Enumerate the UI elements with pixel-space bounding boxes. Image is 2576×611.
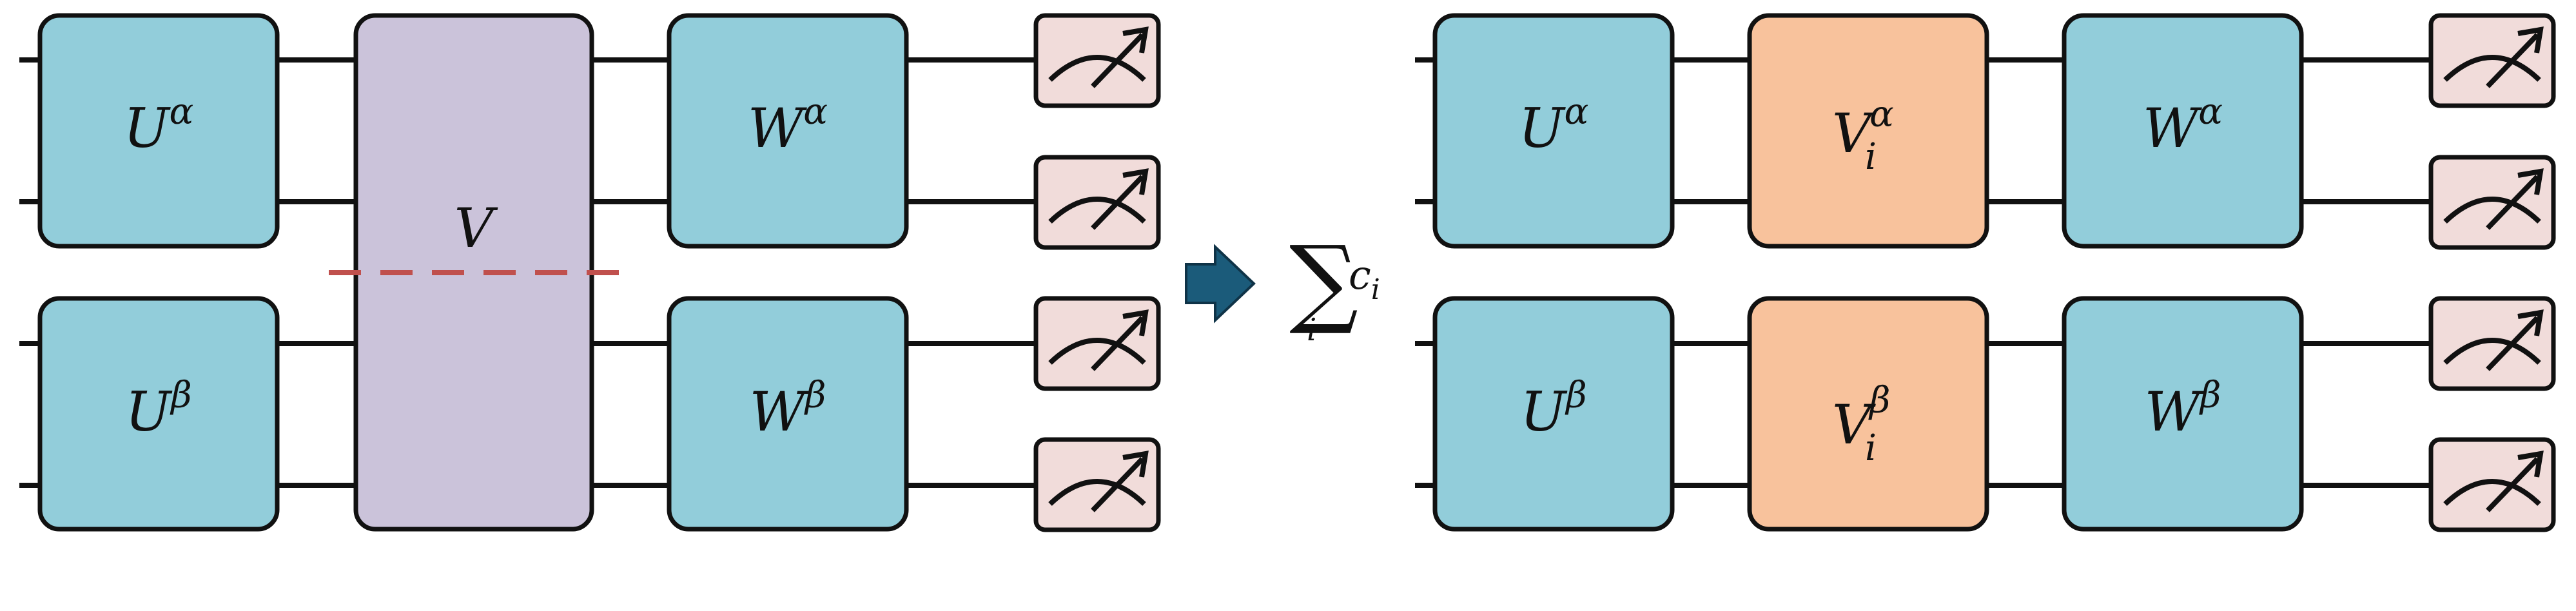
- gate-w-alpha-base: W: [748, 97, 808, 160]
- gate-w-beta-sup: β: [804, 374, 826, 416]
- gate-w-alpha: Wα: [667, 13, 909, 249]
- gate-u-beta: Uβ: [37, 296, 280, 532]
- gate-vi-alpha: V α i: [1747, 13, 1989, 249]
- gate-u-beta-sup: β: [1565, 374, 1586, 416]
- gate-w-alpha-sup: α: [2198, 91, 2223, 133]
- measurement-meter-icon: [2428, 13, 2556, 108]
- svg-text:Wβ: Wβ: [2145, 374, 2221, 443]
- svg-text:Wα: Wα: [2143, 91, 2223, 160]
- gate-vi-alpha-sub: i: [1865, 136, 1877, 178]
- gate-w-alpha-sup: α: [803, 91, 828, 133]
- measurement-meter-icon: [1033, 296, 1161, 391]
- svg-text:Wα: Wα: [748, 91, 828, 160]
- gate-vi-beta-sup: β: [1868, 380, 1890, 422]
- svg-text:Uα: Uα: [124, 91, 194, 160]
- svg-text:Uα: Uα: [1519, 91, 1589, 160]
- sum-coef-sub: i: [1371, 273, 1380, 306]
- svg-text:Uβ: Uβ: [1520, 374, 1586, 443]
- measurement-meter-icon: [1033, 13, 1161, 108]
- measurement-meter-icon: [2428, 296, 2556, 391]
- right-meters: [2428, 13, 2556, 532]
- gate-vi-alpha-base: V: [1832, 102, 1876, 165]
- svg-text:Wβ: Wβ: [750, 374, 826, 443]
- gate-u-beta-base: U: [1520, 380, 1568, 443]
- left-circuit: Uα Uβ V Wα Wβ: [19, 13, 1161, 532]
- gate-u-alpha-sup: α: [169, 91, 193, 133]
- gate-u-beta: Uβ: [1432, 296, 1675, 532]
- gate-u-alpha: Uα: [1432, 13, 1675, 249]
- left-meters: [1033, 13, 1161, 532]
- gate-w-alpha-base: W: [2143, 97, 2203, 160]
- gate-v-label: V: [454, 197, 498, 260]
- measurement-meter-icon: [1033, 155, 1161, 250]
- measurement-meter-icon: [2428, 155, 2556, 250]
- measurement-meter-icon: [2428, 437, 2556, 532]
- gate-w-beta-base: W: [2145, 380, 2205, 443]
- svg-text:Uβ: Uβ: [125, 374, 191, 443]
- gate-w-beta: Wβ: [667, 296, 909, 532]
- svg-text:ci: ci: [1349, 251, 1380, 306]
- gate-vi-beta-sub: i: [1865, 427, 1877, 469]
- gate-vi-beta-base: V: [1832, 393, 1876, 456]
- gate-w-beta-sup: β: [2199, 374, 2221, 416]
- sum-expression: ∑ i ci: [1289, 226, 1380, 348]
- gate-u-alpha-base: U: [124, 97, 171, 160]
- gate-u-alpha-sup: α: [1564, 91, 1588, 133]
- gate-w-beta-base: W: [750, 380, 810, 443]
- gate-u-beta-sup: β: [170, 374, 191, 416]
- sum-coef: c: [1349, 251, 1371, 298]
- gate-w-beta: Wβ: [2062, 296, 2304, 532]
- right-circuit: Uα Uβ V α i V β i Wα Wβ: [1415, 13, 2556, 532]
- gate-u-alpha: Uα: [37, 13, 280, 249]
- gate-u-beta-base: U: [125, 380, 173, 443]
- gate-u-alpha-base: U: [1519, 97, 1566, 160]
- gate-w-alpha: Wα: [2062, 13, 2304, 249]
- right-arrow-icon: [1185, 244, 1256, 324]
- sum-index: i: [1307, 312, 1316, 348]
- gate-vi-beta: V β i: [1747, 296, 1989, 532]
- measurement-meter-icon: [1033, 437, 1161, 532]
- sum-symbol: ∑: [1289, 226, 1358, 338]
- gate-vi-alpha-sup: α: [1869, 93, 1894, 135]
